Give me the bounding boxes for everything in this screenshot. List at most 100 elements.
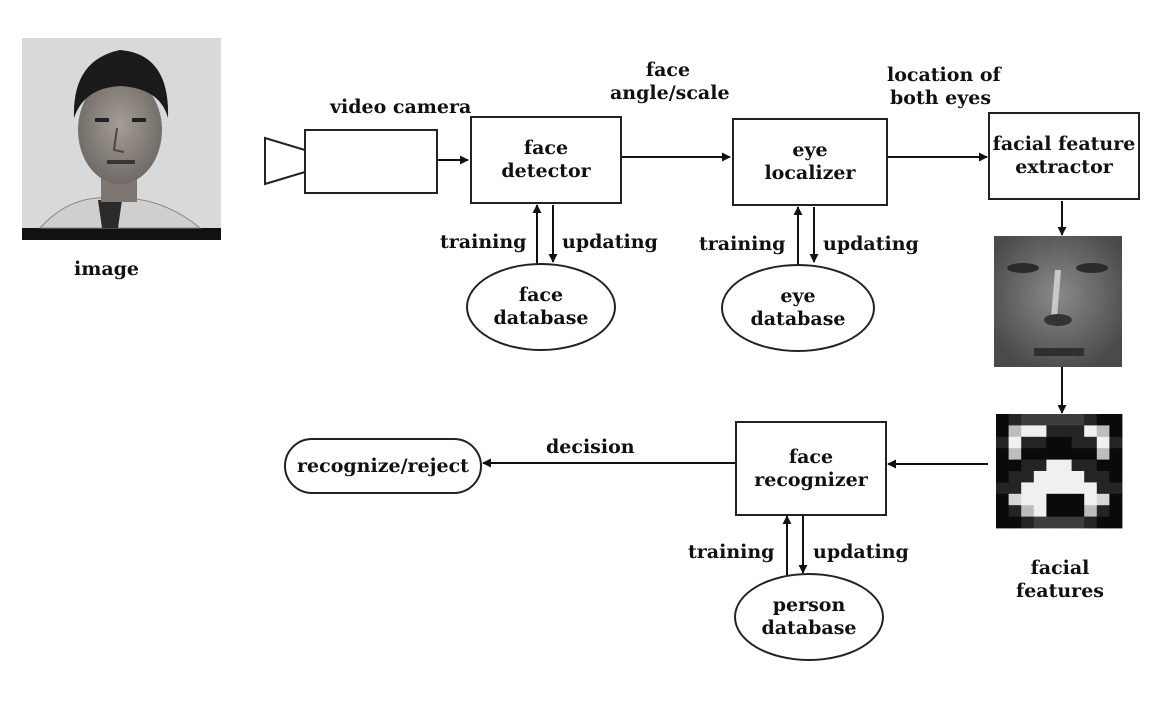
feature-map-pixel (1033, 414, 1047, 426)
feature-map-pixel (996, 482, 1009, 495)
person-training-label: training (688, 541, 775, 563)
person-updating-label: updating (813, 541, 909, 563)
feature-map-pixel (1059, 482, 1072, 495)
extracted-face-image (994, 236, 1122, 367)
feature-map-pixel (1021, 482, 1035, 495)
person-database-ellipse: person database (734, 573, 884, 661)
feature-map-pixel (1096, 505, 1110, 517)
face-recognizer-line2: recognizer (754, 468, 868, 491)
extractor-line1: facial feature (992, 133, 1136, 155)
feature-map-pixel (1033, 471, 1047, 483)
feature-map-pixel (1109, 516, 1123, 529)
feature-map-pixel (1109, 425, 1123, 438)
feature-map-pixel (1008, 505, 1022, 517)
feature-map-pixel (1059, 448, 1072, 460)
face-database-ellipse: face database (466, 263, 616, 351)
feature-map-pixel (1059, 414, 1072, 426)
facial-feature-extractor-box: facial feature extractor (988, 112, 1140, 200)
output-label: recognize/reject (297, 454, 469, 477)
feature-map-pixel (1046, 505, 1060, 517)
feature-map-pixel (1084, 493, 1098, 506)
feature-map-pixel (1109, 436, 1123, 449)
feature-map-pixel (1096, 414, 1110, 426)
feature-map-pixel (1071, 448, 1085, 460)
feature-map-pixel (1084, 516, 1098, 529)
feature-map-pixel (1046, 414, 1060, 426)
feature-map-pixel (1033, 516, 1047, 529)
feature-map-pixel (1096, 436, 1110, 449)
feature-map-pixel (1059, 471, 1072, 483)
eye-localizer-box: eye localizer (732, 118, 888, 206)
eye-database-ellipse: eye database (721, 264, 875, 352)
feature-map-pixel (1046, 493, 1060, 506)
feature-map-pixel (1033, 482, 1047, 495)
feature-map-pixel (1071, 493, 1085, 506)
feature-map-pixel (1033, 425, 1047, 438)
feature-map-pixel (1071, 414, 1085, 426)
feature-map-pixel (1096, 459, 1110, 472)
feature-map-pixel (1021, 425, 1035, 438)
face-detector-box: face detector (470, 116, 622, 204)
feature-map-pixel (1084, 448, 1098, 460)
face-angle-label-line2: angle/scale (610, 82, 730, 104)
feature-map-pixel (1071, 459, 1085, 472)
feature-map-pixel (996, 493, 1009, 506)
feature-map-pixel (1046, 459, 1060, 472)
extractor-line2: extractor (1015, 156, 1113, 178)
feature-map-pixel (1096, 493, 1110, 506)
feature-map-pixel (1109, 459, 1123, 472)
feature-map-pixel (1059, 505, 1072, 517)
feature-map-pixel (1021, 516, 1035, 529)
eyes-location-label-line1: location of (887, 64, 1001, 86)
feature-map-pixel (1008, 436, 1022, 449)
feature-map-pixel (1033, 448, 1047, 460)
feature-map-pixel (1021, 471, 1035, 483)
feature-map-pixel (1084, 505, 1098, 517)
feature-map-pixel (1109, 505, 1123, 517)
feature-map-pixel (1008, 493, 1022, 506)
feature-map-pixel (996, 516, 1009, 529)
feature-map-pixel (1046, 516, 1060, 529)
feature-map-pixel (1071, 436, 1085, 449)
facial-feature-map-image (996, 414, 1123, 529)
face-recognizer-line1: face (788, 445, 834, 468)
face-recognizer-box: face recognizer (735, 421, 887, 516)
image-caption: image (74, 258, 140, 280)
feature-map-pixel (1084, 414, 1098, 426)
feature-map-pixel (996, 459, 1009, 472)
feature-map-pixel (1059, 493, 1072, 506)
feature-map-pixel (1071, 505, 1085, 517)
feature-map-pixel (1059, 425, 1072, 438)
feature-map-pixel (996, 448, 1009, 460)
eye-training-label: training (699, 233, 786, 255)
face-detector-line2: detector (501, 160, 591, 182)
feature-map-pixel (996, 414, 1009, 426)
feature-map-pixel (1008, 414, 1022, 426)
feature-map-pixel (1033, 459, 1047, 472)
feature-map-pixel (1046, 448, 1060, 460)
feature-map-pixel (1084, 425, 1098, 438)
feature-map-pixel (1021, 459, 1035, 472)
feature-map-pixel (1071, 471, 1085, 483)
feature-map-pixel (1008, 482, 1022, 495)
feature-map-pixel (996, 436, 1009, 449)
feature-map-pixel (1033, 493, 1047, 506)
feature-map-pixel (1096, 425, 1110, 438)
feature-map-pixel (1096, 471, 1110, 483)
person-database-line1: person (772, 594, 846, 616)
feature-map-pixel (1033, 505, 1047, 517)
feature-map-pixel (1059, 459, 1072, 472)
feature-map-pixel (1071, 425, 1085, 438)
face-detector-line1: face (523, 137, 569, 159)
feature-map-pixel (1096, 448, 1110, 460)
feature-map-pixel (1109, 493, 1123, 506)
feature-map-pixel (1021, 493, 1035, 506)
feature-map-pixel (1021, 436, 1035, 449)
feature-map-pixel (1008, 425, 1022, 438)
feature-map-pixel (1008, 459, 1022, 472)
feature-map-pixel (1059, 436, 1072, 449)
feature-map-pixel (1096, 482, 1110, 495)
feature-map-pixel (1008, 448, 1022, 460)
feature-map-pixel (1084, 482, 1098, 495)
